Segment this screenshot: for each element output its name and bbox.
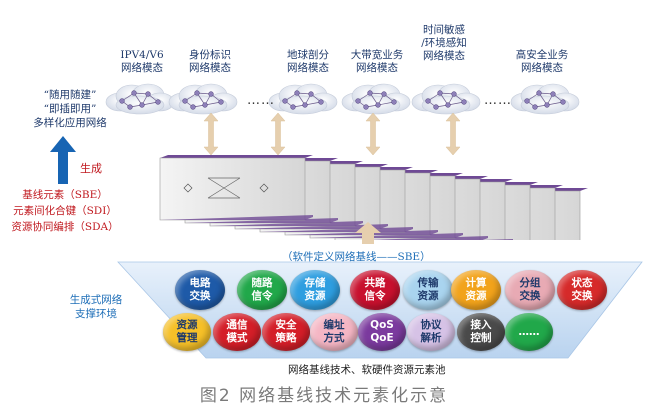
pool-label: 网络基线技术、软硬件资源元素池 (288, 364, 446, 376)
mode-label-high-security: 高安全业务 网络模态 (515, 49, 569, 74)
resource-bubble-r1-4: 传输 资源 (403, 270, 453, 310)
network-clouds (105, 83, 580, 115)
env-label: 生成式网络 支撑环境 (46, 293, 146, 321)
generate-arrow-icon (50, 136, 76, 184)
sbe-up-arrow (355, 222, 381, 244)
resource-bubble-r2-5: 协议 解析 (407, 313, 455, 351)
network-cloud-1 (168, 83, 238, 115)
mode-label-identity: 身份标识 网络模态 (189, 49, 231, 74)
resource-bubble-r1-7: 状态 交换 (557, 270, 607, 310)
ellipsis-right: …… (484, 93, 512, 108)
sbe-label: （软件定义网络基线——SBE） (282, 251, 431, 263)
mode-label-time-sensitive: 时间敏感 /环境感知 网络模态 (421, 24, 467, 62)
network-cloud-2 (268, 83, 338, 115)
network-cloud-4 (411, 83, 481, 115)
network-cloud-0 (105, 83, 175, 115)
left-elements: 基线元素（SBE） 元素间化合键（SDI） 资源协同编排（SDA） (6, 187, 124, 235)
generate-label: 生成 (80, 162, 102, 175)
left-app-line-1: “随用随建” (43, 89, 97, 101)
figure-caption: 图2 网络基线技术元素化示意 (199, 386, 449, 406)
mode-label-ipv4v6: IPV4/V6 网络模态 (120, 49, 164, 74)
resource-bubble-r2-6: 接入 控制 (457, 313, 505, 351)
env-label-line-2: 支撑环境 (75, 308, 117, 320)
left-app-line-2: “即插即用” (43, 103, 97, 115)
network-cloud-3 (341, 83, 411, 115)
element-sdi: 元素间化合键（SDI） (13, 205, 117, 217)
double-arrow-3 (445, 112, 461, 156)
env-label-line-1: 生成式网络 (69, 294, 123, 306)
resource-bubble-r1-5: 计算 资源 (451, 270, 501, 310)
ellipsis-left: …… (247, 93, 275, 108)
resource-bubble-r2-0: 资源 管理 (163, 313, 211, 351)
resource-bubble-r2-4: QoS QoE (358, 313, 406, 351)
resource-bubble-r2-3: 编址 方式 (310, 313, 358, 351)
left-app-line-3: 多样化应用网络 (33, 117, 107, 129)
resource-bubble-r2-1: 通信 模式 (213, 313, 261, 351)
resource-bubble-r1-1: 随路 信令 (237, 270, 287, 310)
double-arrow-2 (365, 112, 381, 156)
network-cloud-5 (510, 83, 580, 115)
resource-bubble-r1-2: 存储 资源 (290, 270, 340, 310)
sbe-panel-stack (159, 155, 588, 240)
resource-bubble-r2-2: 安全 策略 (262, 313, 310, 351)
resource-bubble-r1-3: 共路 信令 (350, 270, 400, 310)
sbe-panel-0 (159, 155, 313, 221)
mode-label-bandwidth: 大带宽业务 网络模态 (350, 49, 404, 74)
resource-bubble-r2-7: …… (505, 313, 553, 351)
element-sbe: 基线元素（SBE） (22, 189, 108, 201)
mode-label-earth-grid: 地球剖分 网络模态 (287, 49, 329, 74)
element-sda: 资源协同编排（SDA） (11, 221, 119, 233)
left-apps: “随用随建” “即插即用” 多样化应用网络 (25, 88, 115, 130)
resource-bubble-r1-6: 分组 交换 (505, 270, 555, 310)
resource-bubble-r1-0: 电路 交换 (175, 270, 225, 310)
